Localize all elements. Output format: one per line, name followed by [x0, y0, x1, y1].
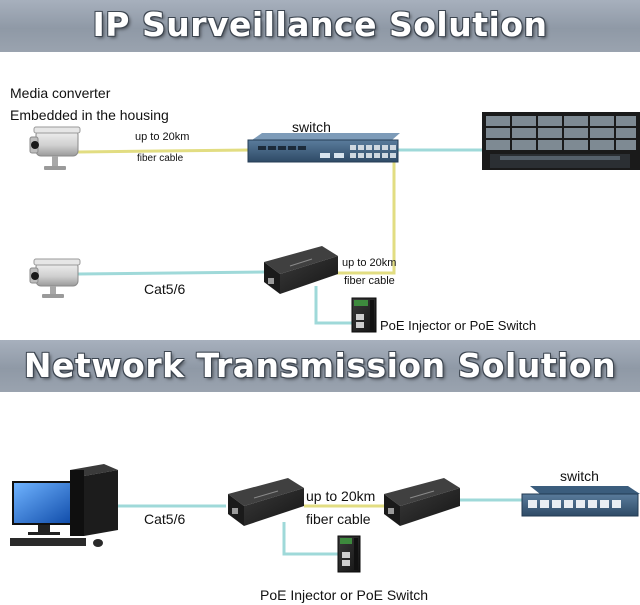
fiber-distance-label-1: up to 20km — [135, 131, 190, 143]
copper-cable-converter-to-poe-bottom — [282, 522, 338, 556]
copper-cable-label-top: Cat5/6 — [144, 281, 186, 297]
poe-injector-bottom-icon — [337, 535, 361, 573]
fiber-cable-label-1: fiber cable — [137, 153, 184, 164]
poe-label-bottom: PoE Injector or PoE Switch — [260, 587, 429, 603]
top-banner-title: IP Surveillance Solution — [92, 5, 548, 44]
media-converter-label-line2: Embedded in the housing — [10, 107, 169, 123]
bottom-cables — [118, 498, 522, 556]
fiber-cable-label-2: fiber cable — [344, 275, 395, 287]
ip-camera-2-icon — [29, 258, 81, 298]
desktop-switch-icon — [521, 486, 640, 517]
media-converter-right-icon — [384, 478, 460, 526]
media-converter-icon — [264, 246, 338, 294]
fiber-distance-label-bottom: up to 20km — [306, 488, 376, 504]
fiber-distance-label-2: up to 20km — [342, 257, 397, 269]
video-wall-monitor-icon — [482, 112, 640, 170]
media-converter-label-line1: Media converter — [10, 85, 111, 101]
top-banner — [0, 0, 640, 52]
bottom-banner — [0, 340, 640, 392]
copper-cable-camera-to-converter — [77, 270, 267, 276]
fiber-cable-switch-to-converter — [334, 160, 396, 275]
bottom-banner-title: Network Transmission Solution — [23, 346, 617, 385]
bottom-switch-label: switch — [560, 468, 599, 484]
poe-injector-icon — [351, 297, 377, 333]
top-cables — [77, 148, 484, 325]
fiber-cable-camera-to-switch — [77, 148, 251, 154]
desktop-pc-icon — [10, 464, 118, 547]
media-converter-left-icon — [228, 478, 304, 526]
ip-camera-icon — [29, 126, 81, 170]
fiber-cable-label-bottom: fiber cable — [306, 511, 371, 527]
rack-switch-icon — [247, 133, 400, 163]
poe-label-top: PoE Injector or PoE Switch — [380, 318, 537, 333]
top-switch-label: switch — [292, 119, 331, 135]
copper-cable-converter-to-poe — [314, 286, 352, 325]
copper-cable-label-bottom: Cat5/6 — [144, 511, 186, 527]
